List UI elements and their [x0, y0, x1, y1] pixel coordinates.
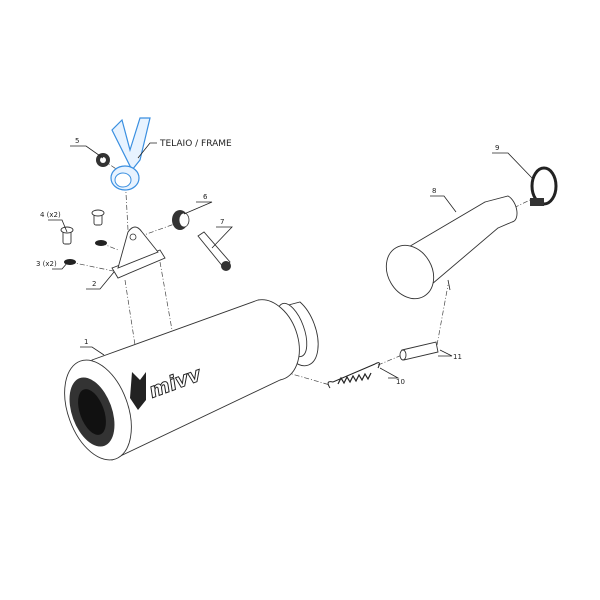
part-8-link-pipe [385, 195, 518, 300]
label-part-7: 7 [220, 218, 224, 226]
label-part-1: 1 [84, 338, 88, 346]
label-part-8: 8 [432, 187, 436, 195]
label-frame: TELAIO / FRAME [159, 139, 232, 149]
label-part-5: 5 [75, 137, 79, 145]
part-4-bolts [60, 209, 105, 245]
part-1-muffler: mivv [64, 299, 319, 461]
part-7-bolt [197, 231, 231, 271]
label-part-11: 11 [453, 353, 462, 361]
part-5-nut [96, 153, 110, 167]
part-11-tube [399, 341, 439, 361]
part-9-clamp [530, 166, 558, 206]
label-part-3: 3 (x2) [36, 260, 57, 268]
label-part-6: 6 [203, 193, 208, 201]
part-10-spring [327, 362, 380, 389]
part-2-bracket [111, 226, 166, 279]
label-part-4: 4 (x2) [40, 211, 61, 219]
label-part-9: 9 [495, 144, 499, 152]
label-part-2: 2 [92, 280, 96, 288]
leader-lines [48, 142, 533, 379]
frame-part [110, 117, 151, 191]
part-6-grommet [172, 210, 190, 230]
label-part-10: 10 [396, 378, 405, 386]
